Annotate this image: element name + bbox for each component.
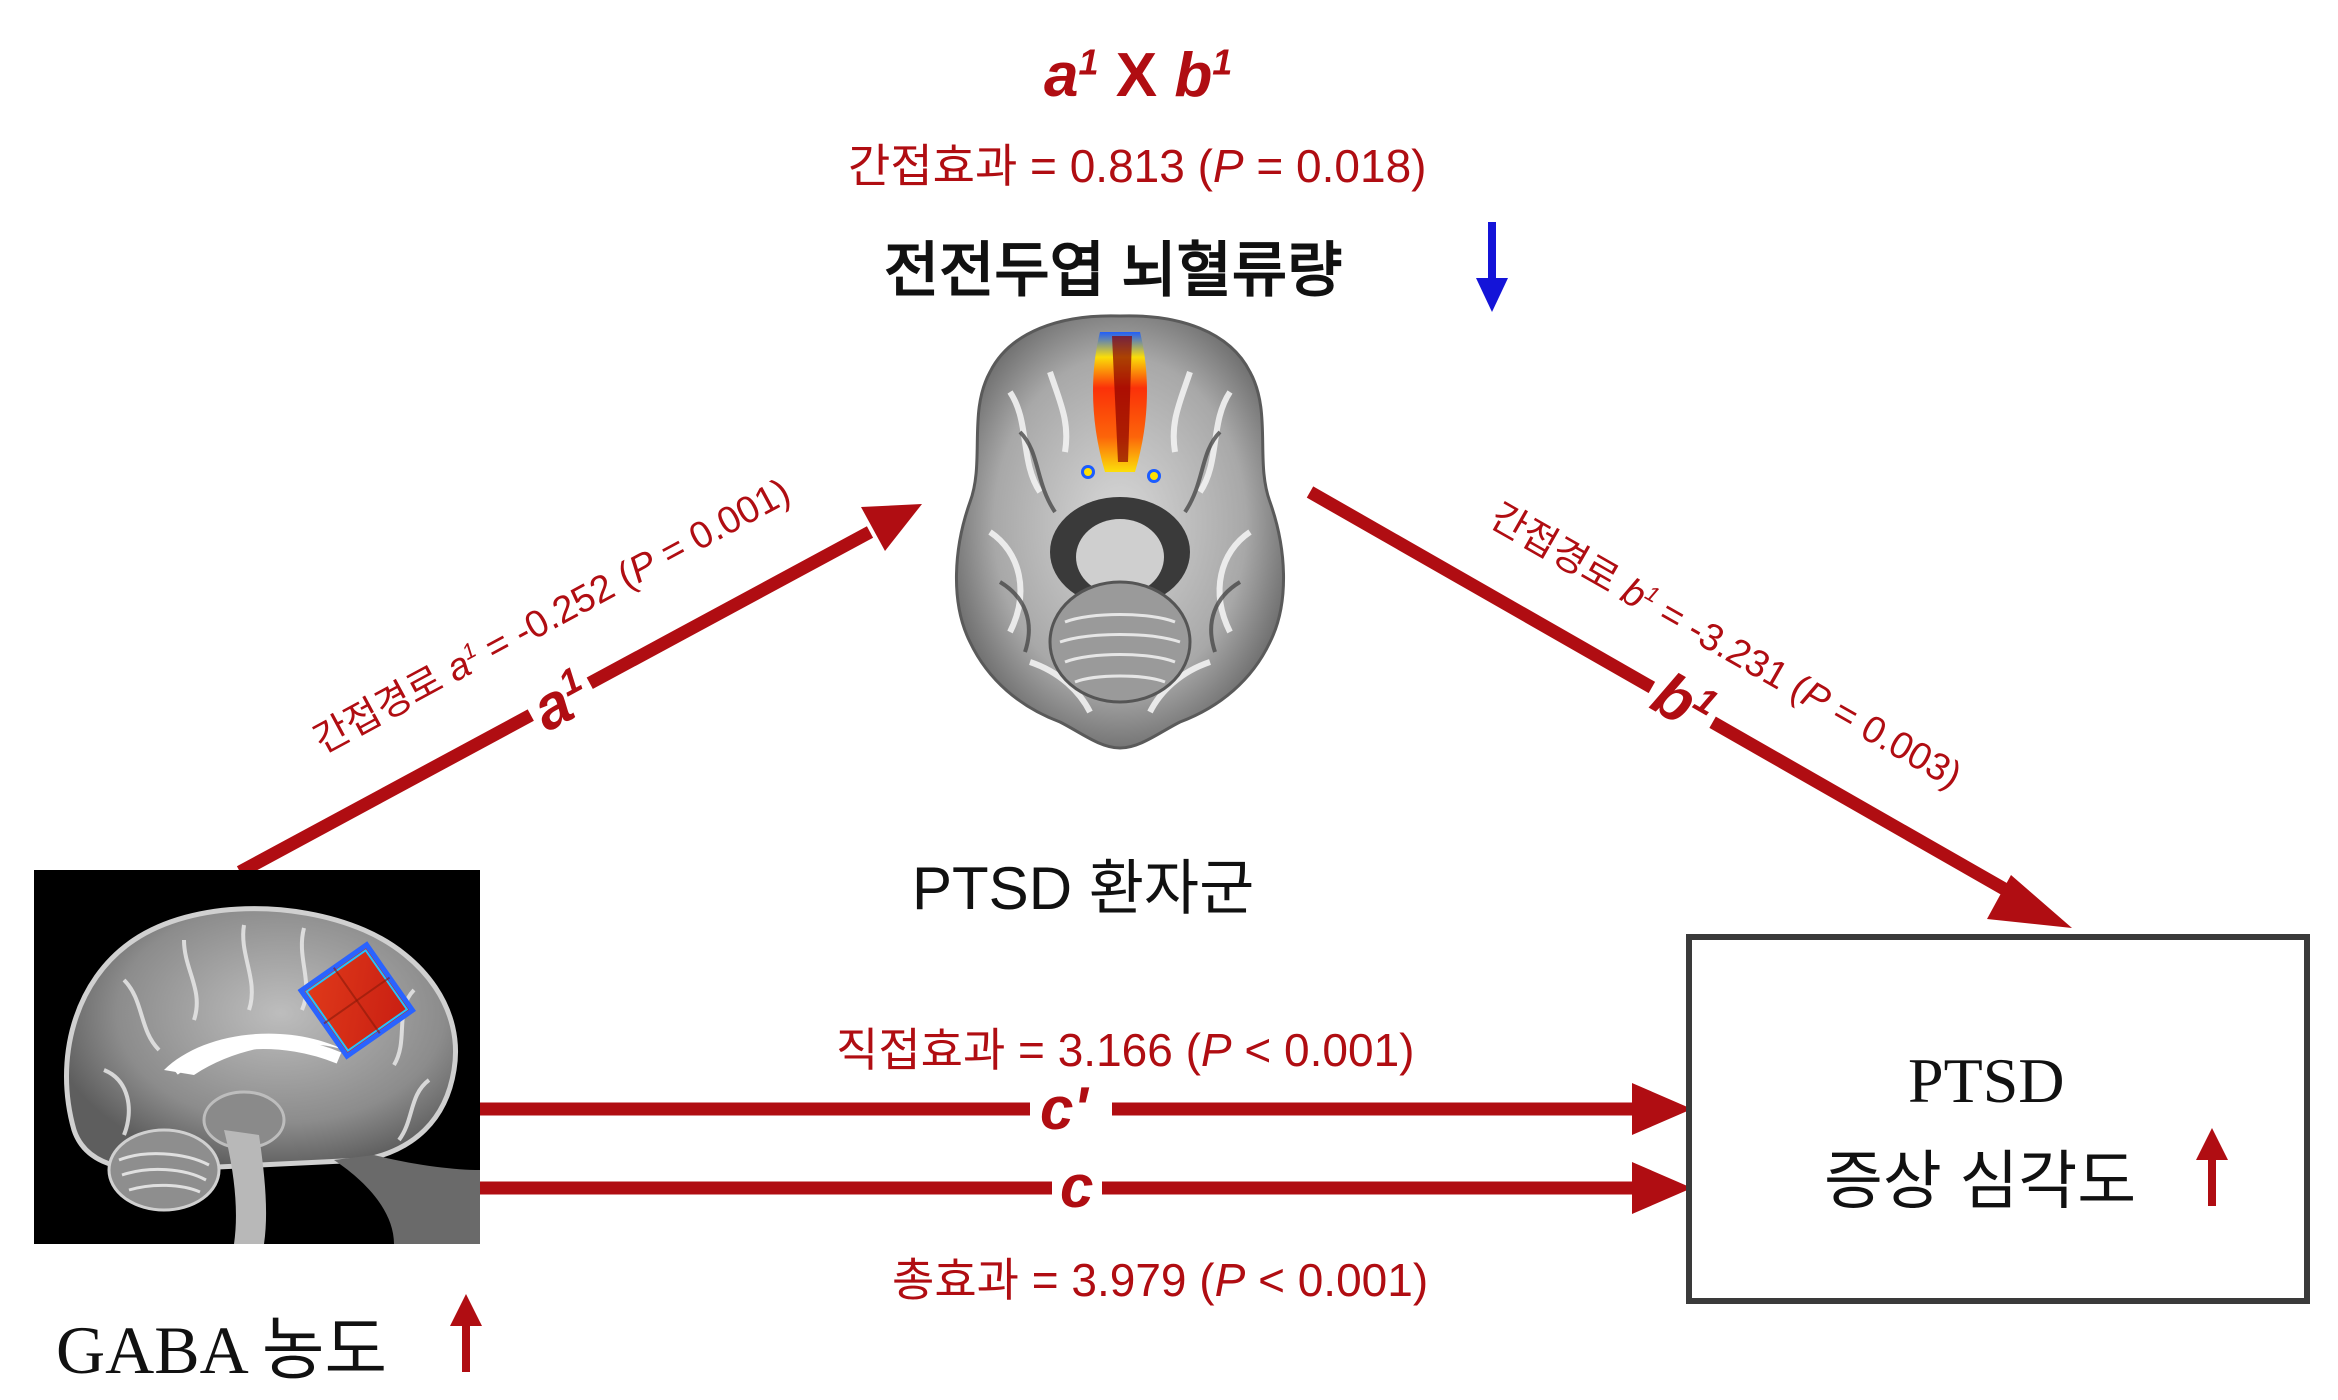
up-arrow-icon (450, 1294, 482, 1372)
indirect-product-label: a1 X b1 (1044, 41, 1233, 110)
axial-brain-mri-icon (954, 314, 1286, 750)
path-c-label: 총효과 = 3.979 (P < 0.001) (892, 1254, 1429, 1306)
down-arrow-icon (1476, 222, 1508, 312)
indirect-effect-label: 간접효과 = 0.813 (P = 0.018) (848, 140, 1427, 192)
outcome-box (1686, 934, 2310, 1304)
outcome-label-line1: PTSD (1908, 1045, 2065, 1116)
predictor-label: GABA 농도 (56, 1312, 388, 1388)
up-arrow-icon (2196, 1128, 2228, 1206)
c-prime-label-gap (1030, 1086, 1112, 1132)
mediator-label: 전전두엽 뇌혈류량 (884, 237, 1343, 304)
outcome-label-line2: 증상 심각도 (1824, 1145, 2137, 1217)
path-c-prime-letter: c' (1040, 1075, 1088, 1142)
sagittal-brain-mri-icon (34, 870, 480, 1244)
c-label-gap (1052, 1166, 1102, 1210)
path-c-prime-label: 직접효과 = 3.166 (P < 0.001) (836, 1024, 1415, 1076)
group-label: PTSD 환자군 (912, 855, 1255, 922)
path-c-letter: c (1060, 1153, 1094, 1220)
